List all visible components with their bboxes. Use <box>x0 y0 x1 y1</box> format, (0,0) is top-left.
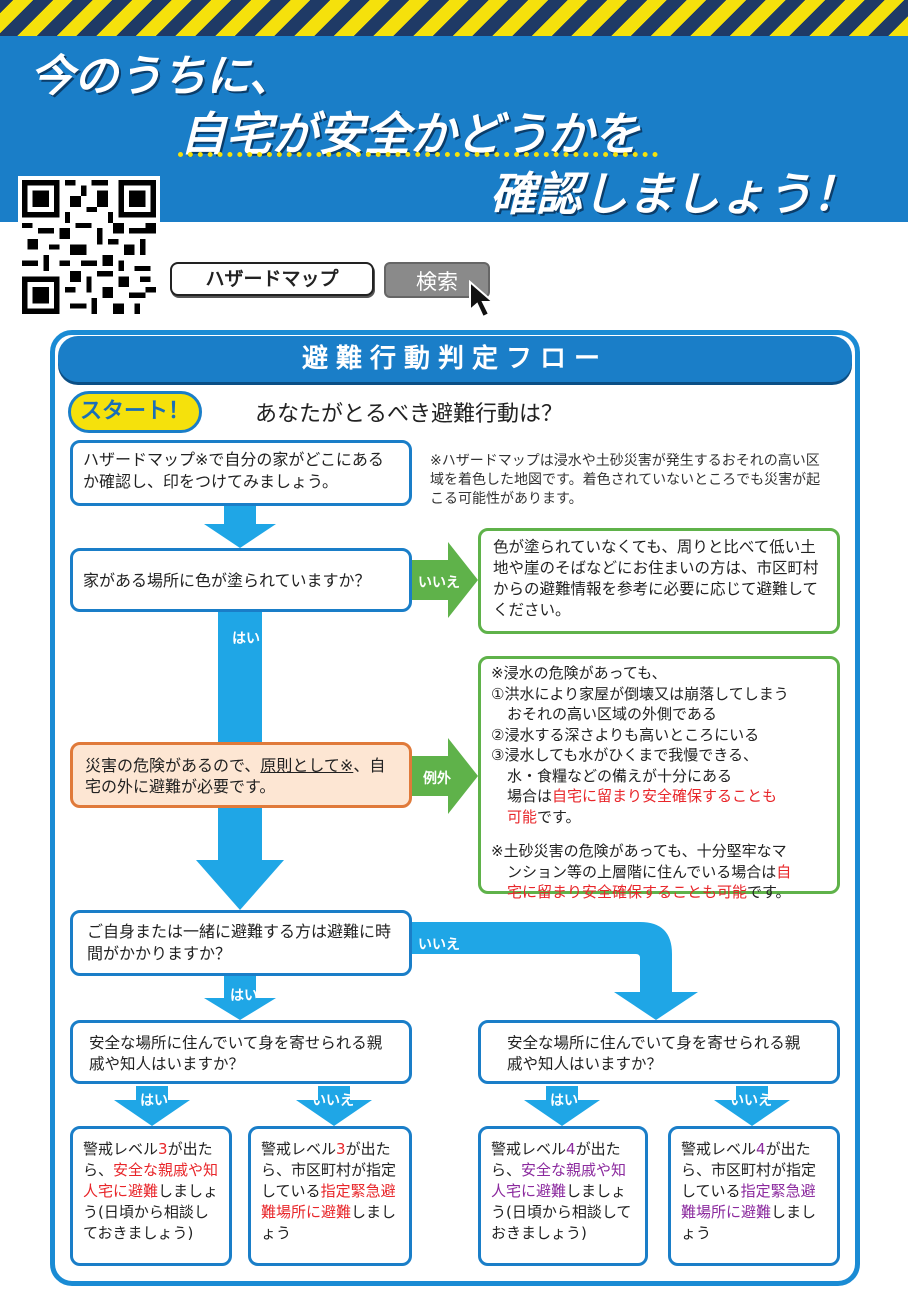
arrow-shaft-main <box>218 612 262 860</box>
label-no4: いいえ <box>730 1093 772 1109</box>
r1-a: 警戒レベル <box>83 1140 159 1158</box>
flow-frame <box>50 330 860 1286</box>
exc-line6: 水・食糧などの備えが十分にある <box>507 766 733 785</box>
label-yes3: はい <box>140 1093 168 1109</box>
label-yes4: はい <box>550 1093 578 1109</box>
exc-line7-a: 場合は <box>507 787 553 805</box>
r3-b: が出たら、 <box>491 1140 621 1179</box>
arrow-right-no2 <box>410 922 698 1020</box>
exception-box: ※浸水の危険があっても、 ①洪水により家屋が倒壊又は崩落してしまう おそれの高い… <box>478 656 840 901</box>
r4-action: 指定緊急避難場所に避難 <box>681 1182 816 1221</box>
arrow-no3 <box>296 1086 372 1126</box>
not-colored-advice: 色が塗られていなくても、周りと比べて低い土地や崖のそばなどにお住まいの方は、市区… <box>478 528 840 634</box>
label-no1: いいえ <box>418 575 460 591</box>
r2-b: が出たら、市区町村が指定している <box>261 1140 397 1200</box>
label-exception: 例外 <box>423 771 451 787</box>
exc-line10-red: 自 <box>776 862 792 881</box>
exc-line8: 可能です。 <box>491 807 827 828</box>
question-relative-left: 安全な場所に住んでいて身を寄せられる親戚や知人はいますか？ <box>70 1020 412 1084</box>
r3-level: 4 <box>566 1140 576 1158</box>
exc-line10: ンション等の上層階に住んでいる場合は自 <box>491 862 827 883</box>
exc-line8-red: 可能 <box>507 807 538 826</box>
label-yes2: はい <box>230 988 258 1004</box>
arrow-down-yes2 <box>204 976 276 1020</box>
hazard-map-note: ※ハザードマップは浸水や土砂災害が発生するおそれの高い区域を着色した地図です。着… <box>430 453 821 507</box>
danger-text-b: 、自宅の外に避難が必要です。 <box>85 756 386 796</box>
label-no3: いいえ <box>312 1093 354 1109</box>
r2-a: 警戒レベル <box>261 1140 337 1158</box>
exc-line9: ※土砂災害の危険があっても、十分堅牢なマ <box>491 842 787 860</box>
exc-line8-b: です。 <box>537 807 581 826</box>
result-level3-shelter: 警戒レベル3が出たら、市区町村が指定している指定緊急避難場所に避難しましょう <box>248 1126 412 1266</box>
exc-line11: 宅に留まり安全確保することも可能です。 <box>491 882 827 903</box>
r4-d: しましょう <box>681 1203 817 1242</box>
search-button[interactable]: 検索 <box>384 262 490 298</box>
r2-d: しましょう <box>261 1203 397 1242</box>
label-no2: いいえ <box>418 937 460 953</box>
arrow-yes4 <box>524 1086 600 1126</box>
exc-line10-a: ンション等の上層階に住んでいる場合は <box>507 862 777 881</box>
arrow-right-exception <box>412 738 478 814</box>
arrow-no4 <box>714 1086 790 1126</box>
cursor-icon <box>469 280 496 319</box>
r4-level: 4 <box>756 1140 766 1158</box>
exc-line4: ②浸水する深さよりも高いところにいる <box>491 725 760 744</box>
arrow-down-1 <box>204 506 276 548</box>
r3-d: しましょう(日頃から相談しておきましょう) <box>491 1182 632 1242</box>
exc-line7: 場合は自宅に留まり安全確保することも <box>491 786 827 807</box>
question-colored: 家がある場所に色が塗られていますか？ <box>70 548 412 612</box>
arrow-down-main <box>196 860 284 910</box>
exc-line2: ①洪水により家屋が倒壊又は崩落してしまう <box>491 684 789 703</box>
flow-question: あなたがとるべき避難行動は？ <box>255 402 564 427</box>
r1-b: が出たら、 <box>83 1140 213 1179</box>
qr-code-image <box>22 180 156 314</box>
exc-line11-b: です。 <box>747 883 791 901</box>
r3-action: 安全な親戚や知人宅に避難 <box>491 1161 627 1200</box>
exc-line11-red: 宅に留まり安全確保することも可能 <box>507 883 748 901</box>
r2-action: 指定緊急避難場所に避難 <box>261 1182 396 1221</box>
question-relative-right: 安全な場所に住んでいて身を寄せられる親戚や知人はいますか？ <box>478 1020 840 1084</box>
exc-line5: ③浸水しても水がひくまで我慢できる、 <box>491 746 758 764</box>
result-level3-relative: 警戒レベル3が出たら、安全な親戚や知人宅に避難しましょう(日頃から相談しておきま… <box>70 1126 232 1266</box>
question-time: ご自身または一緒に避難する方は避難に時間がかかりますか？ <box>70 910 412 976</box>
exc-line7-red: 自宅に留まり安全確保することも <box>552 787 778 805</box>
label-yes1: はい <box>232 631 260 647</box>
search-input[interactable]: ハザードマップ <box>170 262 374 296</box>
r4-a: 警戒レベル <box>681 1140 757 1158</box>
r1-level: 3 <box>158 1140 168 1158</box>
result-level4-relative: 警戒レベル4が出たら、安全な親戚や知人宅に避難しましょう(日頃から相談しておきま… <box>478 1126 648 1266</box>
danger-box: 災害の危険があるので、原則として※、自宅の外に避難が必要です。 <box>70 742 412 808</box>
header-underline <box>178 152 658 157</box>
result-level4-shelter: 警戒レベル4が出たら、市区町村が指定している指定緊急避難場所に避難しましょう <box>668 1126 840 1266</box>
arrow-right-no1 <box>412 542 478 618</box>
r4-b: が出たら、市区町村が指定している <box>681 1140 817 1200</box>
exc-line1: ※浸水の危険があっても、 <box>491 664 667 682</box>
hazard-stripe <box>0 0 908 36</box>
flow-title: 避難行動判定フロー <box>58 336 852 382</box>
r1-action: 安全な親戚や知人宅に避難 <box>83 1161 219 1200</box>
exc-line3: おそれの高い区域の外側である <box>507 705 717 723</box>
danger-text-underline: 原則として※ <box>260 756 354 775</box>
r1-d: しましょう(日頃から相談しておきましょう) <box>83 1182 219 1242</box>
arrow-yes3 <box>114 1086 190 1126</box>
header-line3: 確認しましょう！ <box>490 167 858 221</box>
step-check-hazard-map: ハザードマップ※で自分の家がどこにあるか確認し、印をつけてみましょう。 <box>70 440 412 506</box>
danger-text-a: 災害の危険があるので、 <box>85 756 261 775</box>
start-badge: スタート！ <box>68 391 202 433</box>
r3-a: 警戒レベル <box>491 1140 567 1158</box>
header-line1: 今のうちに、 <box>30 51 293 102</box>
r2-level: 3 <box>336 1140 346 1158</box>
qr-code[interactable] <box>18 176 160 318</box>
